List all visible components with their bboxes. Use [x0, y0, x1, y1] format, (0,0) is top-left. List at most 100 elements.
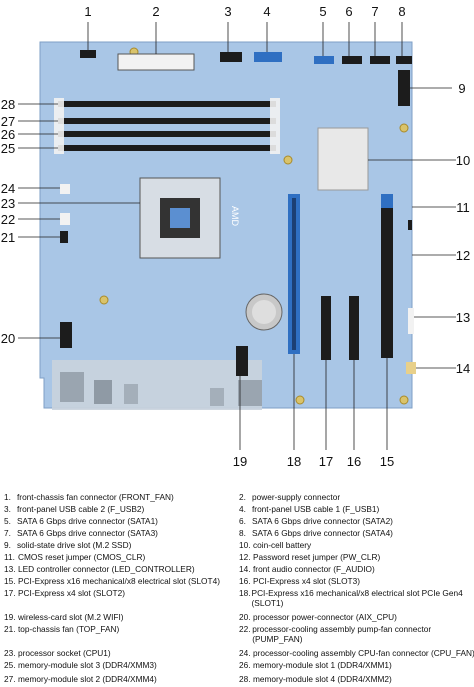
- legend-num: 17.: [4, 588, 16, 598]
- legend-text: top-chassis fan (TOP_FAN): [18, 624, 120, 634]
- legend-text: SATA 6 Gbps drive connector (SATA3): [17, 528, 158, 538]
- legend-text: Password reset jumper (PW_CLR): [253, 552, 381, 562]
- wireless-card-slot: [236, 346, 248, 376]
- legend-num: 27.: [4, 674, 16, 684]
- legend-text: processor-cooling assembly CPU-fan conne…: [253, 648, 474, 658]
- coin-cell-battery-inner: [252, 300, 276, 324]
- pcie-slot-4: [381, 194, 393, 358]
- legend-item-25: 25.memory-module slot 3 (DDR4/XMM3): [4, 660, 157, 670]
- mounting-hole: [399, 123, 409, 133]
- dimm-latch: [54, 98, 64, 154]
- callout-11: 11: [456, 200, 470, 215]
- legend-item-23: 23.processor socket (CPU1): [4, 648, 111, 658]
- callout-14: 14: [456, 361, 470, 376]
- io-port: [60, 372, 84, 402]
- callout-17: 17: [319, 454, 333, 469]
- pcie-slot-3: [349, 296, 359, 360]
- mounting-hole: [399, 395, 409, 405]
- callout-8: 8: [398, 4, 405, 19]
- legend-text: SATA 6 Gbps drive connector (SATA1): [17, 516, 158, 526]
- callout-20: 20: [1, 331, 15, 346]
- callout-24: 24: [1, 181, 15, 196]
- legend-item-24: 24.processor-cooling assembly CPU-fan co…: [239, 648, 474, 658]
- callout-22: 22: [1, 212, 15, 227]
- legend-num: 5.: [4, 516, 11, 526]
- legend-text: memory-module slot 4 (DDR4/XMM2): [253, 674, 392, 684]
- callout-15: 15: [380, 454, 394, 469]
- dimm-slot-28: [58, 101, 276, 107]
- legend-text: PCI-Express x4 slot (SLOT2): [18, 588, 125, 598]
- legend-num: 14.: [239, 564, 251, 574]
- dimm-slot-25: [58, 145, 276, 151]
- legend-item-5: 5. SATA 6 Gbps drive connector (SATA1): [4, 516, 158, 526]
- callout-26: 26: [1, 127, 15, 142]
- cpu-socket-pad: [170, 208, 190, 228]
- legend-text: front audio connector (F_AUDIO): [253, 564, 375, 574]
- motherboard-diagram: AMD: [1, 4, 470, 469]
- legend-num: 3.: [4, 504, 11, 514]
- cpu-socket: [139, 177, 221, 259]
- callout-3: 3: [224, 4, 231, 19]
- callout-25: 25: [1, 141, 15, 156]
- legend-item-21: 21.top-chassis fan (TOP_FAN): [4, 624, 119, 634]
- callout-numbers: 1 2 3 4 5 6 7 8 9 10 11 12 13 14 15 16 1…: [1, 4, 470, 469]
- legend-num: 12.: [239, 552, 251, 562]
- legend-num: 22.: [239, 624, 251, 634]
- legend-item-19: 19.wireless-card slot (M.2 WIFI): [4, 612, 124, 622]
- legend-item-10: 10.coin-cell battery: [239, 540, 311, 550]
- legend-text: front-panel USB cable 2 (F_USB2): [17, 504, 145, 514]
- callout-2: 2: [152, 4, 159, 19]
- legend-item-26: 26.memory-module slot 1 (DDR4/XMM1): [239, 660, 392, 670]
- legend-text: memory-module slot 2 (DDR4/XMM4): [18, 674, 157, 684]
- pump-fan-connector: [60, 213, 70, 225]
- legend-num: 20.: [239, 612, 251, 622]
- legend-text: wireless-card slot (M.2 WIFI): [18, 612, 124, 622]
- sata1: [314, 56, 334, 64]
- legend-num: 10.: [239, 540, 251, 550]
- usb1-header: [254, 52, 282, 62]
- dimm-slot-26: [58, 131, 276, 137]
- legend-item-20: 20.processor power-connector (AIX_CPU): [239, 612, 397, 622]
- front-audio-connector: [406, 362, 416, 374]
- legend-num: 11.: [4, 552, 15, 562]
- pcie-slot-2: [321, 296, 331, 360]
- led-controller-connector: [408, 308, 414, 334]
- legend-text: LED controller connector (LED_CONTROLLER…: [18, 564, 195, 574]
- io-port: [210, 388, 224, 406]
- legend-num: 13.: [4, 564, 16, 574]
- cmos-clear-jumper: [408, 220, 412, 230]
- legend-item-3: 3. front-panel USB cable 2 (F_USB2): [4, 504, 144, 514]
- callout-28: 28: [1, 97, 15, 112]
- io-port: [124, 384, 138, 404]
- legend-text: memory-module slot 3 (DDR4/XMM3): [18, 660, 157, 670]
- io-shield-area: [52, 360, 262, 410]
- callout-19: 19: [233, 454, 247, 469]
- legend-text: front-chassis fan connector (FRONT_FAN): [17, 492, 174, 502]
- legend-num: 18.: [239, 588, 251, 598]
- legend-item-6: 6.SATA 6 Gbps drive connector (SATA2): [239, 516, 393, 526]
- callout-4: 4: [263, 4, 270, 19]
- legend-item-15: 15.PCI-Express x16 mechanical/x8 electri…: [4, 576, 220, 586]
- callout-23: 23: [1, 196, 15, 211]
- callout-16: 16: [347, 454, 361, 469]
- legend-item-18: 18.PCI-Express x16 mechanical/x8 electri…: [239, 588, 471, 608]
- legend-num: 2.: [239, 492, 246, 502]
- legend-item-11: 11.CMOS reset jumper (CMOS_CLR): [4, 552, 145, 562]
- legend-text: processor-cooling assembly pump-fan conn…: [252, 624, 432, 644]
- callout-12: 12: [456, 248, 470, 263]
- callout-18: 18: [287, 454, 301, 469]
- legend-item-12: 12.Password reset jumper (PW_CLR): [239, 552, 380, 562]
- legend-item-14: 14.front audio connector (F_AUDIO): [239, 564, 375, 574]
- legend-text: PCI-Express x4 slot (SLOT3): [253, 576, 360, 586]
- legend-num: 1.: [4, 492, 11, 502]
- io-port: [94, 380, 112, 404]
- sata4: [396, 56, 412, 64]
- callout-27: 27: [1, 114, 15, 129]
- dimm-latch: [270, 98, 280, 154]
- legend-text: SATA 6 Gbps drive connector (SATA4): [252, 528, 393, 538]
- pcie-slot-1-core: [292, 198, 296, 350]
- legend-text: processor socket (CPU1): [18, 648, 111, 658]
- callout-1: 1: [84, 4, 91, 19]
- cpu-power-connector: [60, 322, 72, 348]
- mounting-hole: [295, 395, 305, 405]
